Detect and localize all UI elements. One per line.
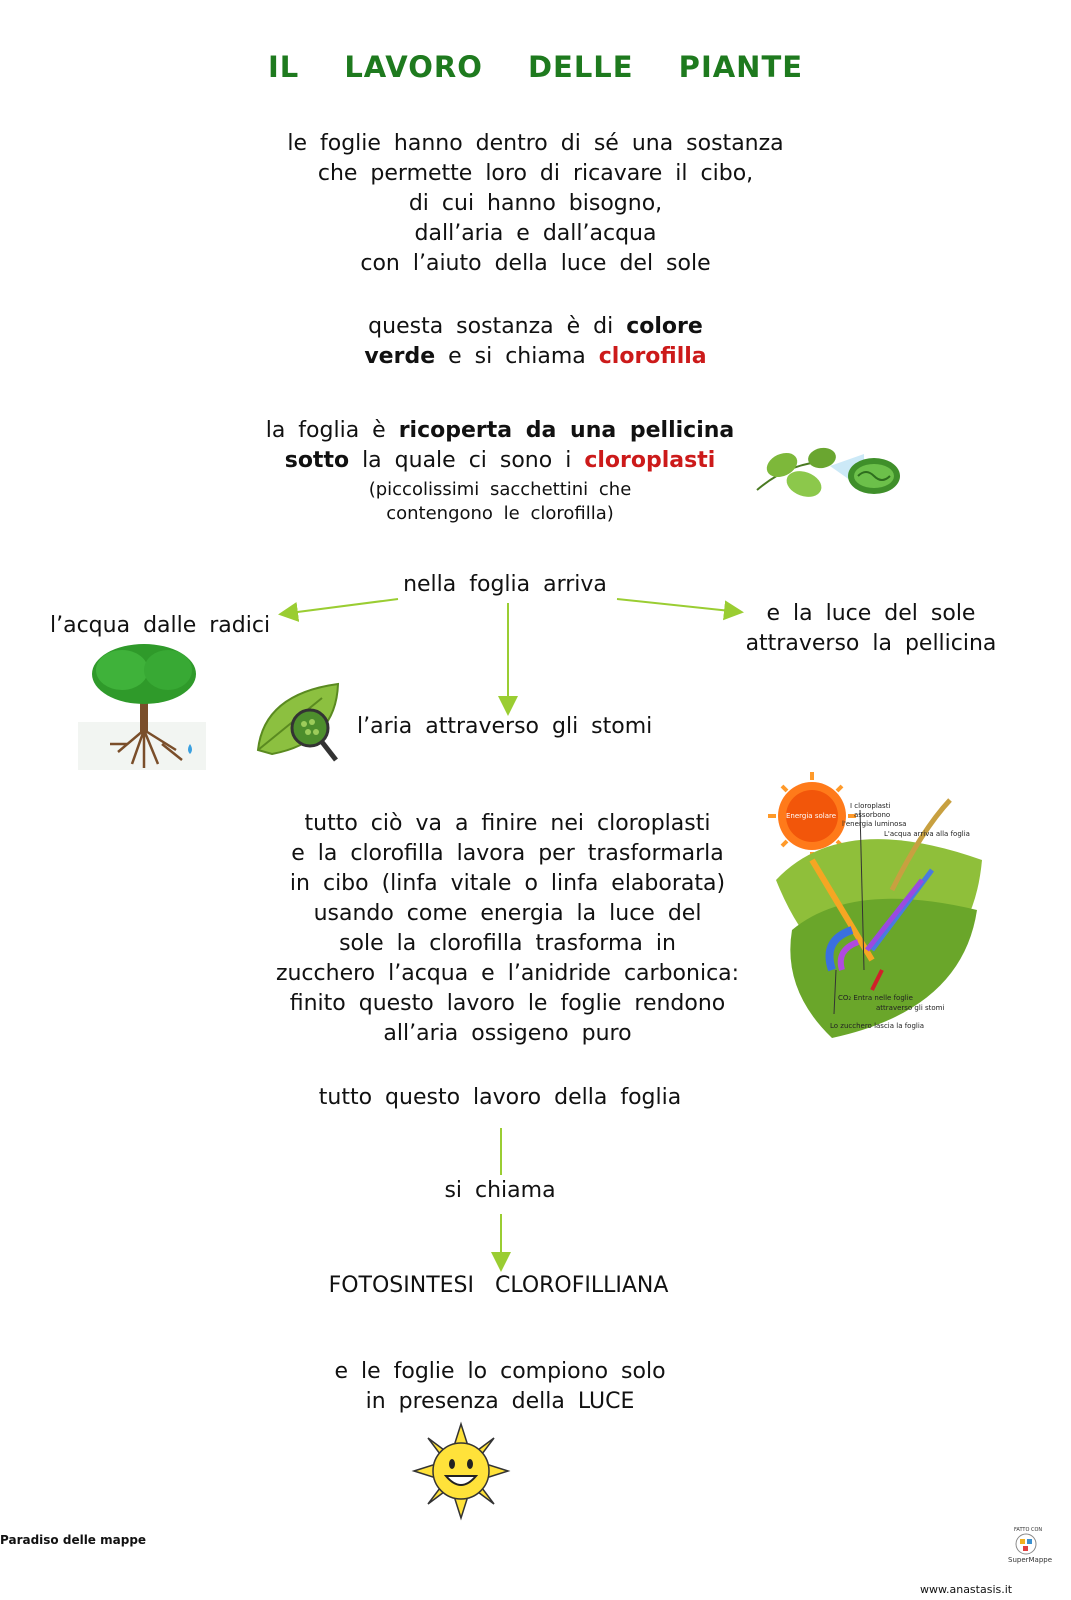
- leaf-bold: sotto: [284, 448, 350, 473]
- conclusion-line-2: si chiama: [444, 1178, 556, 1203]
- diagram-label: attraverso gli stomi: [876, 1004, 944, 1012]
- diagram-label: assorbono: [854, 811, 890, 819]
- badge-bottom-text: SuperMappe: [1008, 1556, 1052, 1564]
- arrive-water: l’acqua dalle radici: [50, 613, 271, 638]
- diagram-label: l'energia luminosa: [842, 820, 906, 828]
- substance-bold: colore: [626, 314, 703, 339]
- photosynthesis-diagram: Energia solare I cloroplasti assorbono l…: [768, 770, 987, 1040]
- leaf-magnifier-image: [252, 680, 348, 766]
- process-line: finito questo lavoro le foglie rendono: [289, 991, 726, 1016]
- leaf-text: la foglia è: [265, 418, 399, 443]
- intro-line: con l’aiuto della luce del sole: [360, 251, 711, 276]
- substance-text: e si chiama: [435, 344, 599, 369]
- leaf-note: (piccolissimi sacchettini che: [368, 479, 632, 500]
- tree-roots-image: [78, 640, 208, 772]
- arrive-light-line: e la luce del sole: [766, 601, 976, 626]
- arrive-light-line: attraverso la pellicina: [745, 631, 997, 656]
- diagram-label: I cloroplasti: [850, 802, 890, 810]
- conclusion-line-1: tutto questo lavoro della foglia: [318, 1085, 682, 1110]
- keyword-clorofilla: clorofilla: [598, 344, 707, 369]
- diagram-label: L'acqua arriva alla foglia: [884, 830, 970, 838]
- conclusion-line: in presenza della LUCE: [365, 1389, 635, 1414]
- fotosintesi-label: FOTOSINTESI CLOROFILLIANA: [328, 1273, 669, 1298]
- process-line: usando come energia la luce del: [313, 901, 702, 926]
- intro-line: dall’aria e dall’acqua: [414, 221, 657, 246]
- keyword-cloroplasti: cloroplasti: [584, 448, 716, 473]
- page-title: IL LAVORO DELLE PIANTE: [267, 50, 804, 84]
- intro-paragraph: le foglie hanno dentro di sé una sostanz…: [0, 129, 1071, 279]
- leaf-bold: ricoperta da una pellicina: [398, 418, 735, 443]
- footer-right: www.anastasis.it: [920, 1583, 1013, 1596]
- diagram-label: Lo zucchero lascia la foglia: [830, 1022, 924, 1030]
- diagram-label: CO₂ Entra nelle foglie: [838, 994, 913, 1002]
- process-line: sole la clorofilla trasforma in: [339, 931, 676, 956]
- leaf-text: la quale ci sono i: [349, 448, 585, 473]
- conclusion-line: e le foglie lo compiono solo: [334, 1359, 666, 1384]
- arrive-light: e la luce del sole attraverso la pellici…: [735, 599, 1007, 659]
- diagram-sun-label: Energia solare: [786, 812, 836, 820]
- arrow-to-light: [616, 598, 744, 621]
- supermappe-badge: FATTO CON SuperMappe: [1006, 1524, 1052, 1564]
- smiling-sun-image: [411, 1421, 511, 1521]
- process-line: zucchero l’acqua e l’anidride carbonica:: [275, 961, 740, 986]
- substance-bold: verde: [364, 344, 436, 369]
- process-line: all’aria ossigeno puro: [383, 1021, 632, 1046]
- leaf-paragraph: la foglia è ricoperta da una pellicina s…: [240, 416, 760, 526]
- process-line: tutto ciò va a finire nei cloroplasti: [304, 811, 711, 836]
- process-line: e la clorofilla lavora per trasformarla: [291, 841, 724, 866]
- leaf-note: contengono le clorofilla): [386, 503, 614, 524]
- process-line: in cibo (linfa vitale o linfa elaborata): [289, 871, 726, 896]
- arrive-center: nella foglia arriva: [403, 572, 607, 597]
- conclusion-final: e le foglie lo compiono solo in presenza…: [0, 1357, 1000, 1417]
- leaves-chloroplast-image: [752, 440, 902, 520]
- intro-line: che permette loro di ricavare il cibo,: [317, 161, 754, 186]
- substance-text: questa sostanza è di: [368, 314, 627, 339]
- substance-paragraph: questa sostanza è di colore verde e si c…: [0, 312, 1071, 372]
- arrive-air: l’aria attraverso gli stomi: [357, 714, 653, 739]
- intro-line: di cui hanno bisogno,: [408, 191, 663, 216]
- arrow-to-water: [278, 598, 399, 622]
- process-paragraph: tutto ciò va a finire nei cloroplasti e …: [240, 809, 775, 1049]
- intro-line: le foglie hanno dentro di sé una sostanz…: [287, 131, 784, 156]
- footer-left: Paradiso delle mappe: [0, 1533, 147, 1547]
- badge-top-text: FATTO CON: [1014, 1527, 1042, 1533]
